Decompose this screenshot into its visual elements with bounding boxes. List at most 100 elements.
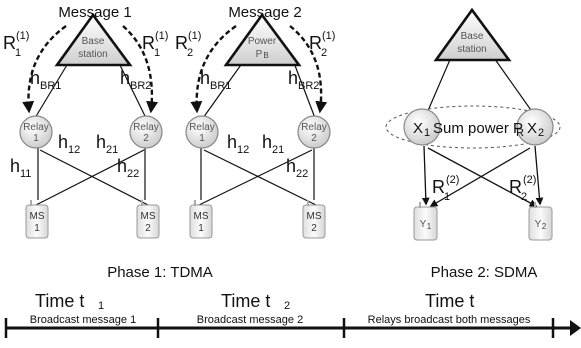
- timeline-arrowhead: [570, 320, 581, 336]
- svg-text:R: R: [175, 33, 188, 53]
- ms2-label-b-panel2: 2: [311, 223, 317, 234]
- r2-label-panel2-right: R 2 (1): [309, 30, 335, 59]
- svg-text:Time t: Time t: [35, 291, 84, 311]
- relay2-label-a-panel2: Relay: [301, 122, 327, 133]
- svg-text:2: 2: [321, 47, 327, 59]
- relay-x1-node: [403, 108, 441, 146]
- message2-label: Message 2: [228, 4, 301, 21]
- svg-text:Sum power P: Sum power P: [433, 120, 523, 137]
- relay2-label-b-panel2: 2: [311, 133, 317, 144]
- panel-phase1-message1: Base station Message 1 R 1 (1) R 1 (1) h…: [3, 4, 168, 239]
- link-bs-x1: [426, 54, 453, 114]
- dashed-arrow-left-2: [190, 25, 237, 114]
- ms2-label-a-panel2: MS: [307, 211, 322, 222]
- h-br2-label-panel1: h BR2: [120, 68, 151, 92]
- r2-label-panel2: R 2 (1): [175, 30, 201, 59]
- arrow-x2-y2: [534, 145, 544, 206]
- svg-text:h: h: [10, 156, 20, 176]
- y2-label: Y 2: [535, 219, 547, 231]
- time-t-label: Time t: [425, 291, 474, 311]
- base-station-triangle-2: [223, 12, 302, 67]
- svg-text:2: 2: [187, 47, 193, 59]
- dashed-arrow-right-2: [289, 25, 328, 114]
- r1-label-panel3: R 1 (2): [432, 174, 459, 203]
- base-station-triangle-1: [54, 12, 133, 67]
- ms1-label-b-panel2: 1: [198, 223, 204, 234]
- r1-label-panel1-right: R 1 (1): [142, 30, 168, 59]
- svg-text:Time t: Time t: [221, 291, 270, 311]
- svg-text:(2): (2): [446, 174, 459, 186]
- base-station-label-3a: Base: [461, 31, 484, 42]
- power-label-b: P B: [256, 49, 269, 60]
- svg-text:1: 1: [98, 300, 104, 312]
- relay2-label-b-panel1: 2: [143, 133, 149, 144]
- svg-text:BR1: BR1: [210, 80, 231, 92]
- panel-phase2-sdma: Base station X 1 Sum power P R X 2 R 1 (…: [385, 7, 561, 241]
- h22-label-panel2: h 22: [286, 156, 308, 180]
- svg-text:h: h: [117, 156, 127, 176]
- arrow-x2-y1: [429, 147, 531, 207]
- arrow-x1-y1: [421, 145, 430, 206]
- h-br1-label-panel1: h BR1: [30, 68, 61, 92]
- relay-group-ellipse: [385, 105, 561, 149]
- time-t2-label: Time t 2: [221, 291, 290, 312]
- svg-text:2: 2: [521, 191, 527, 203]
- svg-text:h: h: [262, 132, 272, 152]
- ms1-label-a-panel1: MS: [30, 211, 45, 222]
- relay1-node-panel1: [19, 115, 53, 149]
- svg-text:R: R: [3, 33, 16, 53]
- y1-device: [413, 206, 438, 241]
- relay2-node-panel2: [297, 115, 331, 149]
- svg-text:h: h: [120, 68, 130, 88]
- arrow-x1-y2: [427, 147, 538, 207]
- relay1-node-panel2: [185, 115, 219, 149]
- h21-label-panel1: h 21: [96, 132, 118, 156]
- h12-label-panel2: h 12: [227, 132, 249, 156]
- svg-text:(1): (1): [155, 30, 168, 42]
- relay2-label-a-panel1: Relay: [133, 122, 159, 133]
- ms1-device-panel1: [25, 204, 49, 239]
- x1-label: X 1: [413, 120, 430, 139]
- ms1-device-panel2: [189, 204, 213, 239]
- link-r2-ms1-p2: [198, 149, 313, 206]
- time-t-caption: Relays broadcast both messages: [368, 314, 531, 326]
- sum-power-label: Sum power P R: [433, 120, 524, 139]
- svg-text:R: R: [509, 177, 522, 197]
- svg-text:21: 21: [272, 144, 284, 156]
- svg-text:Y: Y: [420, 219, 427, 230]
- svg-text:2: 2: [542, 222, 547, 231]
- svg-text:h: h: [30, 68, 40, 88]
- phase2-label: Phase 2: SDMA: [431, 264, 538, 281]
- relay2-node-panel1: [129, 115, 163, 149]
- x2-label: X 2: [527, 120, 544, 139]
- svg-text:BR2: BR2: [130, 80, 151, 92]
- link-r1-ms2-p2: [203, 149, 317, 206]
- svg-text:21: 21: [106, 144, 118, 156]
- r2-label-panel3: R 2 (2): [509, 174, 536, 203]
- svg-text:X: X: [413, 120, 423, 137]
- phase1-label: Phase 1: TDMA: [107, 264, 213, 281]
- svg-text:11: 11: [20, 168, 31, 180]
- svg-text:12: 12: [68, 144, 80, 156]
- svg-text:(1): (1): [188, 30, 201, 42]
- h22-label-panel1: h 22: [117, 156, 139, 180]
- base-station-label-3b: station: [457, 44, 486, 55]
- base-station-triangle-3: [433, 7, 512, 62]
- svg-text:1: 1: [427, 222, 432, 231]
- relay1-label-b-panel2: 1: [199, 133, 205, 144]
- svg-text:h: h: [96, 132, 106, 152]
- svg-text:R: R: [432, 177, 445, 197]
- h-br1-label-panel2: h BR1: [200, 68, 231, 92]
- svg-text:1: 1: [154, 47, 160, 59]
- ms2-device-panel1: [136, 204, 160, 239]
- time-t1-label: Time t 1: [35, 291, 104, 312]
- svg-text:(1): (1): [322, 30, 335, 42]
- svg-text:BR2: BR2: [298, 80, 319, 92]
- time-t2-caption: Broadcast message 2: [197, 314, 303, 326]
- svg-text:h: h: [200, 68, 210, 88]
- time-t1-caption: Broadcast message 1: [30, 314, 136, 326]
- r1-label-panel1: R 1 (1): [3, 30, 29, 59]
- svg-text:BR1: BR1: [40, 80, 61, 92]
- svg-text:12: 12: [237, 144, 249, 156]
